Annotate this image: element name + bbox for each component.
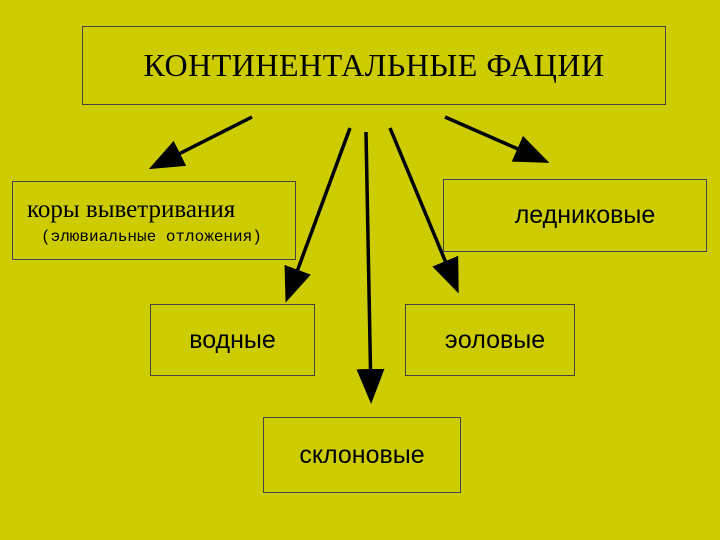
diagram-title: КОНТИНЕНТАЛЬНЫЕ ФАЦИИ bbox=[143, 47, 605, 83]
arrow-to-glacial bbox=[444, 115, 550, 163]
node-aeolian-label: эоловые bbox=[444, 325, 546, 354]
node-slope: склоновые bbox=[263, 417, 461, 493]
node-glacial-label: ледниковые bbox=[514, 201, 656, 229]
node-weathering-sublabel: (элювиальные отложения) bbox=[41, 228, 262, 246]
node-glacial: ледниковые bbox=[443, 179, 707, 252]
node-water-label: водные bbox=[189, 325, 276, 354]
node-weathering-label: коры выветривания bbox=[27, 196, 236, 223]
arrow-to-slope bbox=[356, 131, 385, 404]
node-water: водные bbox=[150, 304, 315, 376]
node-slope-label: склоновые bbox=[299, 440, 425, 469]
arrow-to-water bbox=[284, 127, 352, 303]
arrow-to-aeolian bbox=[388, 127, 459, 294]
node-aeolian: эоловые bbox=[405, 304, 575, 376]
arrow-to-weathering bbox=[148, 115, 253, 170]
title-box: КОНТИНЕНТАЛЬНЫЕ ФАЦИИ bbox=[82, 26, 666, 105]
node-weathering-crust: коры выветривания (элювиальные отложения… bbox=[12, 181, 296, 260]
